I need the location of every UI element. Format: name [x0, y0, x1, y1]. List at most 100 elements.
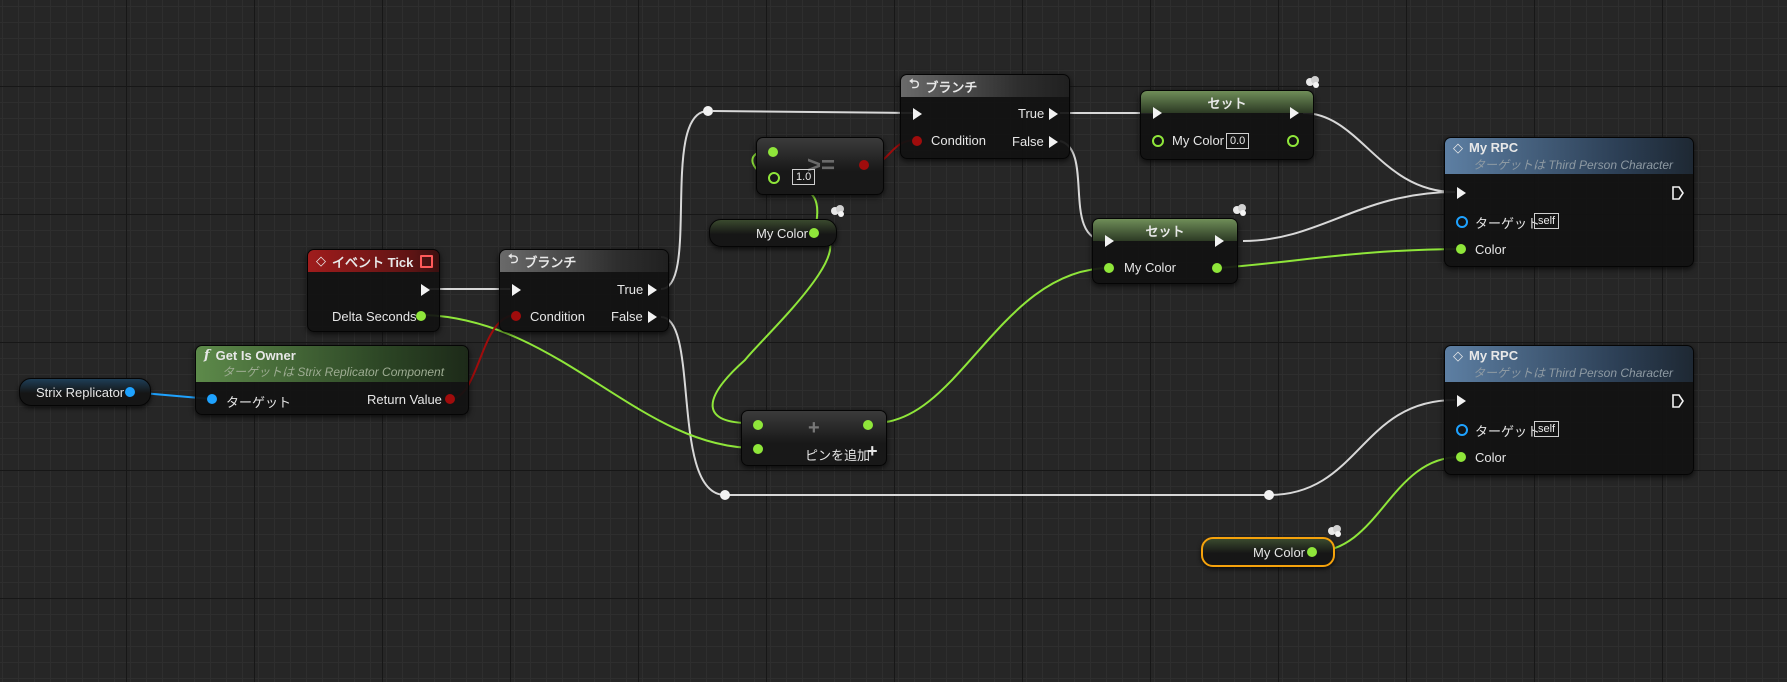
true-label: True	[617, 282, 644, 297]
wire-set2-to-rpc1-color	[1217, 248, 1461, 269]
condition-pin[interactable]	[912, 136, 922, 146]
set-node-1[interactable]: セット My Color 0.0	[1140, 90, 1314, 160]
network-replicated-icon	[1233, 204, 1246, 216]
return-value-pin[interactable]	[445, 394, 455, 404]
condition-label: Condition	[931, 133, 986, 148]
my-color-in-pin[interactable]	[1152, 135, 1164, 147]
function-icon: f	[204, 348, 210, 363]
reroute-node[interactable]	[720, 490, 730, 500]
my-rpc-title: My RPC	[1469, 348, 1519, 363]
target-pin[interactable]	[1456, 216, 1468, 228]
event-tick-node[interactable]: ◇ イベント Tick Delta Seconds	[307, 249, 440, 332]
wire-mycolor-to-add	[711, 232, 832, 425]
network-replicated-icon	[1306, 76, 1319, 88]
condition-label: Condition	[530, 309, 585, 324]
exec-in-pin[interactable]	[1105, 235, 1114, 247]
exec-in-pin[interactable]	[1153, 107, 1162, 119]
branch-node-2[interactable]: ⮌ ブランチ True Condition False	[900, 74, 1070, 159]
my-color-out-pin[interactable]	[1212, 263, 1222, 273]
strix-replicator-variable[interactable]: Strix Replicator	[19, 378, 151, 406]
exec-out-pin[interactable]	[1672, 186, 1684, 200]
my-color-in-pin[interactable]	[1104, 263, 1114, 273]
my-color-pin[interactable]	[809, 228, 819, 238]
color-pin[interactable]	[1456, 452, 1466, 462]
add-in-b-pin[interactable]	[753, 444, 763, 454]
my-color-label: My Color	[756, 226, 809, 241]
add-pin-label[interactable]: ピンを追加	[805, 448, 871, 463]
color-pin[interactable]	[1456, 244, 1466, 254]
event-diamond-icon: ◇	[316, 253, 326, 268]
target-pin[interactable]	[207, 394, 217, 404]
false-exec-pin[interactable]	[648, 311, 657, 323]
compare-out-pin[interactable]	[859, 160, 869, 170]
my-color-variable-selected[interactable]: My Color	[1201, 537, 1335, 567]
my-color-pin[interactable]	[1307, 547, 1317, 557]
my-color-variable[interactable]: My Color	[709, 219, 837, 247]
my-rpc-header: ◇My RPC ターゲットは Third Person Character	[1445, 346, 1693, 382]
reroute-node[interactable]	[703, 106, 713, 116]
delta-seconds-label: Delta Seconds	[332, 309, 417, 324]
false-label: False	[611, 309, 643, 324]
compare-value[interactable]: 1.0	[792, 169, 816, 185]
my-color-label: My Color	[1253, 545, 1306, 560]
self-value[interactable]: self	[1534, 213, 1560, 229]
branch-header: ⮌ ブランチ	[500, 250, 668, 272]
exec-out-pin[interactable]	[1290, 107, 1299, 119]
compare-node[interactable]: >= 1.0	[756, 137, 884, 195]
color-label: Color	[1475, 450, 1507, 465]
true-exec-pin[interactable]	[1049, 108, 1058, 120]
my-color-out-pin[interactable]	[1287, 135, 1299, 147]
get-is-owner-title: Get Is Owner	[215, 348, 296, 363]
branch-node-1[interactable]: ⮌ ブランチ True Condition False	[499, 249, 669, 332]
target-label: ターゲット	[226, 395, 292, 410]
true-exec-pin[interactable]	[648, 284, 657, 296]
self-value[interactable]: self	[1534, 421, 1560, 437]
wire-branch1-false-to-reroute	[660, 316, 726, 496]
wire-set2-to-rpc1	[1242, 191, 1456, 242]
condition-pin[interactable]	[511, 311, 521, 321]
delegate-pin-icon[interactable]	[420, 254, 433, 268]
my-color-value[interactable]: 0.0	[1226, 133, 1250, 149]
exec-out-pin[interactable]	[1672, 394, 1684, 408]
compare-in-a-pin[interactable]	[768, 147, 778, 157]
my-rpc-node-2[interactable]: ◇My RPC ターゲットは Third Person Character ター…	[1444, 345, 1694, 475]
event-tick-header: ◇ イベント Tick	[308, 250, 439, 272]
false-label: False	[1012, 134, 1044, 149]
target-pin[interactable]	[1456, 424, 1468, 436]
my-rpc-subtitle: ターゲットは Third Person Character	[1473, 157, 1674, 172]
reroute-node[interactable]	[1264, 490, 1274, 500]
branch-title: ブランチ	[524, 254, 577, 270]
network-replicated-icon	[831, 205, 844, 217]
true-label: True	[1018, 106, 1045, 121]
wire-add-to-set2	[874, 267, 1111, 424]
event-tick-title: イベント Tick	[332, 254, 414, 270]
exec-out-pin[interactable]	[421, 284, 430, 296]
wire-reroute-to-branch2	[712, 110, 914, 114]
exec-in-pin[interactable]	[512, 284, 521, 296]
exec-in-pin[interactable]	[913, 108, 922, 120]
add-node[interactable]: + ピンを追加 +	[741, 410, 887, 466]
set-header: セット	[1093, 219, 1237, 241]
strix-replicator-pin[interactable]	[125, 387, 135, 397]
get-is-owner-subtitle: ターゲットは Strix Replicator Component	[222, 365, 445, 379]
my-rpc-node-1[interactable]: ◇My RPC ターゲットは Third Person Character ター…	[1444, 137, 1694, 267]
add-in-a-pin[interactable]	[753, 420, 763, 430]
false-exec-pin[interactable]	[1049, 136, 1058, 148]
target-label: ターゲット	[1475, 424, 1541, 439]
my-rpc-title: My RPC	[1469, 140, 1519, 155]
my-color-label: My Color	[1172, 133, 1225, 148]
exec-in-pin[interactable]	[1457, 187, 1466, 199]
get-is-owner-node[interactable]: f Get Is Owner ターゲットは Strix Replicator Co…	[195, 345, 469, 415]
add-pin-plus-icon[interactable]: +	[867, 441, 878, 461]
exec-in-pin[interactable]	[1457, 395, 1466, 407]
delta-seconds-pin[interactable]	[416, 311, 426, 321]
add-out-pin[interactable]	[863, 420, 873, 430]
compare-in-b-pin[interactable]	[768, 172, 780, 184]
wire-delta-to-add	[424, 314, 756, 449]
add-symbol: +	[808, 417, 820, 439]
set-node-2[interactable]: セット My Color	[1092, 218, 1238, 284]
network-replicated-icon	[1328, 525, 1341, 537]
event-diamond-icon: ◇	[1453, 139, 1463, 155]
exec-out-pin[interactable]	[1215, 235, 1224, 247]
